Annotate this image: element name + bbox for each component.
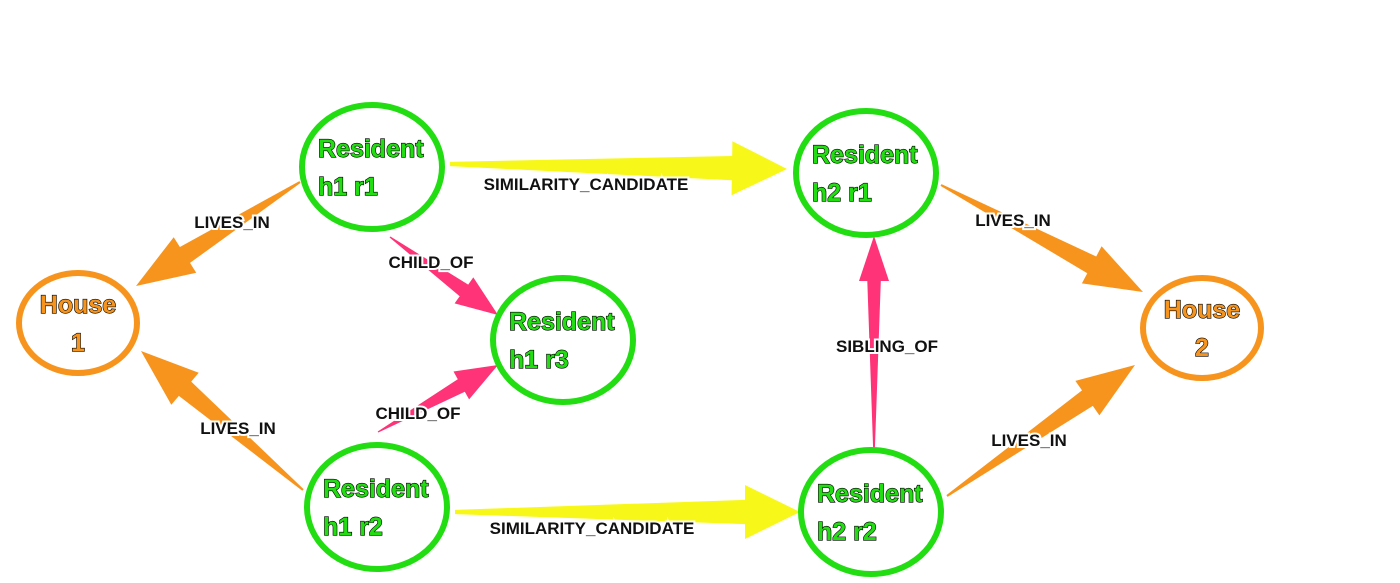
resident-node-ring (798, 447, 944, 577)
house-node-label-line: 1 (71, 329, 85, 357)
edge-arrow-lives-in (141, 351, 304, 491)
resident-node[interactable]: Resident h1 r1 (299, 102, 445, 232)
edge-arrow-lives-in (136, 181, 301, 286)
edge-label-lives-in: LIVES_IN (194, 213, 270, 232)
resident-node-ring (490, 275, 636, 405)
edge-arrow-child-of (377, 365, 498, 433)
resident-node-ring (304, 442, 450, 572)
resident-node[interactable]: Resident h1 r3 (490, 275, 636, 405)
edge-label-similarity-candidate: SIMILARITY_CANDIDATE (484, 175, 689, 194)
house-node-label-line: House (1164, 296, 1241, 324)
edge-label-lives-in: LIVES_IN (975, 211, 1051, 230)
resident-node-ring (299, 102, 445, 232)
edge-label-similarity-candidate: SIMILARITY_CANDIDATE (490, 519, 695, 538)
house-node-ring (1140, 275, 1264, 381)
resident-node[interactable]: Resident h2 r1 (793, 108, 939, 238)
house-node-label-line: House (40, 291, 117, 319)
resident-node-label-line: h2 r2 (817, 518, 877, 546)
resident-node-label-line: h1 r3 (509, 346, 569, 374)
edge-arrow-similarity-candidate (455, 485, 800, 539)
edge-arrow-child-of (389, 236, 498, 315)
edge-layer (136, 141, 1143, 539)
edge-arrow-lives-in (946, 365, 1135, 497)
resident-node-label-line: h1 r2 (323, 513, 383, 541)
resident-node[interactable]: Resident h1 r2 (304, 442, 450, 572)
edge-arrow-lives-in (940, 184, 1143, 292)
edge-arrow-sibling-of (859, 236, 889, 448)
resident-node-label-line: Resident (318, 135, 424, 163)
edge-label-sibling-of: SIBLING_OF (836, 337, 938, 356)
house-node[interactable]: House 1 (16, 270, 140, 376)
edge-label-lives-in: LIVES_IN (200, 419, 276, 438)
resident-node[interactable]: Resident h2 r2 (798, 447, 944, 577)
edge-label-child-of: CHILD_OF (376, 404, 461, 423)
resident-node-label-line: Resident (509, 308, 615, 336)
edge-label-lives-in: LIVES_IN (991, 431, 1067, 450)
edge-label-child-of: CHILD_OF (389, 253, 474, 272)
house-node-ring (16, 270, 140, 376)
resident-node-label-line: h1 r1 (318, 173, 378, 201)
edge-arrow-similarity-candidate (450, 141, 787, 196)
house-node[interactable]: House 2 (1140, 275, 1264, 381)
house-node-label-line: 2 (1195, 334, 1209, 362)
resident-node-label-line: Resident (323, 475, 429, 503)
resident-node-ring (793, 108, 939, 238)
resident-node-label-line: Resident (812, 141, 918, 169)
resident-node-label-line: Resident (817, 480, 923, 508)
resident-node-label-line: h2 r1 (812, 179, 872, 207)
label-layer: LIVES_IN LIVES_IN LIVES_IN LIVES_IN SIMILARI… (192, 173, 1069, 540)
